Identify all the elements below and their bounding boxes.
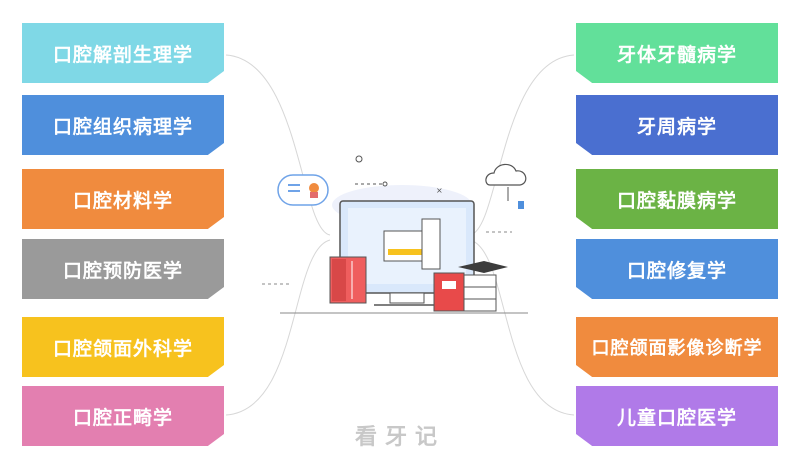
chat-bubble-icon [277, 174, 329, 206]
svg-text:×: × [436, 186, 443, 195]
right-tag-4[interactable]: 口腔修复学 [576, 239, 778, 299]
left-tag-6[interactable]: 口腔正畸学 [22, 386, 224, 446]
books-icon [433, 261, 508, 312]
computer-illustration: × [277, 155, 528, 314]
left-tag-5[interactable]: 口腔颌面外科学 [22, 317, 224, 377]
right-tag-5[interactable]: 口腔颌面影像诊断学 [576, 317, 778, 377]
right-tag-6[interactable]: 儿童口腔医学 [576, 386, 778, 446]
left-tag-3[interactable]: 口腔材料学 [22, 169, 224, 229]
right-tag-2[interactable]: 牙周病学 [576, 95, 778, 155]
left-tag-4[interactable]: 口腔预防医学 [22, 239, 224, 299]
cloud-icon [485, 163, 527, 209]
right-tag-3[interactable]: 口腔黏膜病学 [576, 169, 778, 229]
left-tag-1[interactable]: 口腔解剖生理学 [22, 23, 224, 83]
watermark: 看牙记 [354, 425, 445, 450]
monitor-icon [339, 200, 475, 306]
left-tag-2[interactable]: 口腔组织病理学 [22, 95, 224, 155]
right-tag-1[interactable]: 牙体牙髓病学 [576, 23, 778, 83]
notebook-icon [329, 256, 367, 304]
